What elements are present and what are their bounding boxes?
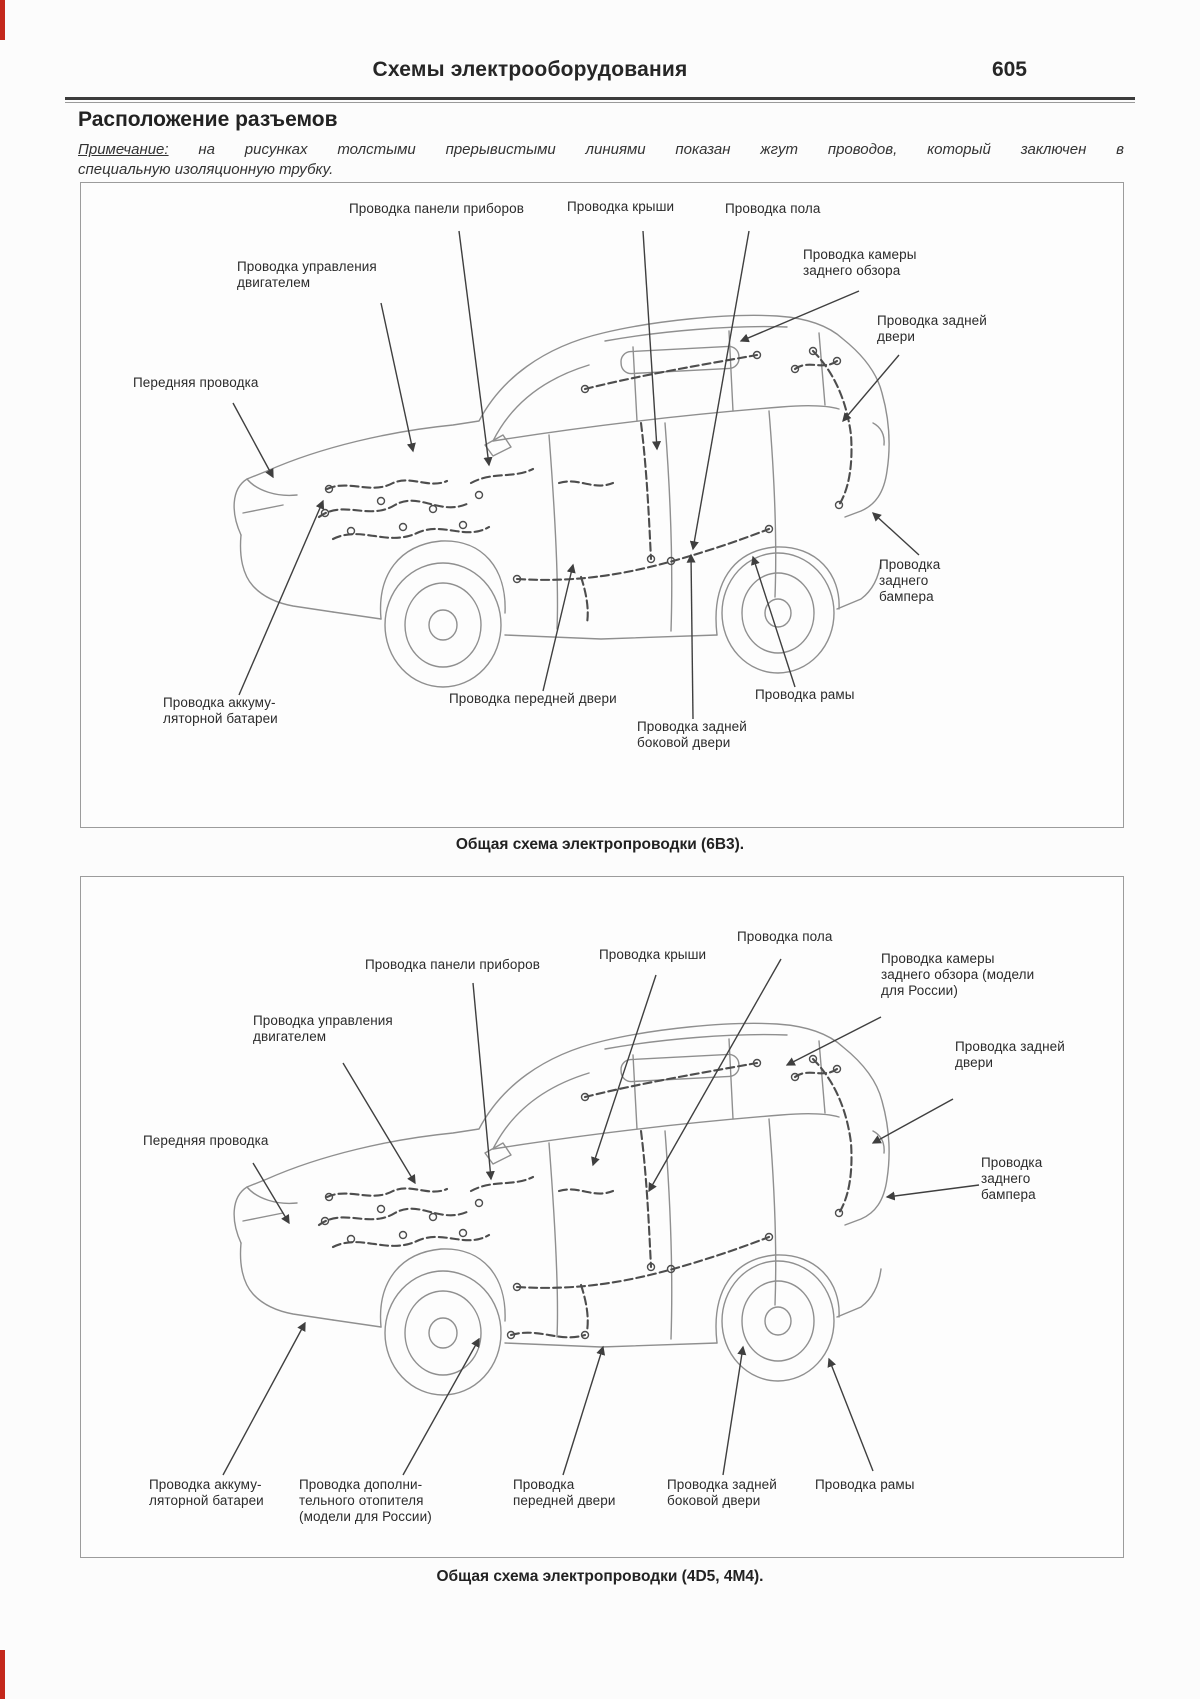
label-rear-door-wiring: Проводка задней двери xyxy=(877,313,987,344)
wiring-diagram-4d5-4m4: Проводка панели приборов Проводка крыши … xyxy=(80,876,1124,1558)
label-instrument-panel-wiring: Проводка панели приборов xyxy=(365,957,540,972)
label-front-door-wiring: Проводка передней двери xyxy=(513,1477,616,1508)
label-floor-wiring: Проводка пола xyxy=(725,201,821,216)
label-frame-wiring: Проводка рамы xyxy=(755,687,855,702)
car-drawing-4d5 xyxy=(222,958,980,1476)
label-engine-control-wiring: Проводка управления двигателем xyxy=(237,259,377,290)
label-front-door-wiring: Проводка передней двери xyxy=(449,691,617,706)
section-title: Расположение разъемов xyxy=(78,108,338,131)
leader-lines xyxy=(232,230,920,720)
header-rule-thin xyxy=(65,102,1135,103)
label-rear-bumper-wiring: Проводка заднего бампера xyxy=(879,557,941,604)
label-floor-wiring: Проводка пола xyxy=(737,929,833,944)
note-text-2: специальную изоляционную трубку. xyxy=(78,160,334,178)
scan-artifact-top xyxy=(0,0,5,40)
header-rule-thick xyxy=(65,97,1135,100)
page-header: Схемы электрооборудования 605 xyxy=(65,58,1135,92)
label-engine-control-wiring: Проводка управления двигателем xyxy=(253,1013,393,1044)
aux-heater-harness xyxy=(506,1330,590,1340)
label-roof-wiring: Проводка крыши xyxy=(567,199,675,214)
scan-artifact-bottom xyxy=(0,1650,5,1699)
label-roof-wiring: Проводка крыши xyxy=(599,947,707,962)
chapter-title: Схемы электрооборудования xyxy=(372,58,688,81)
car-drawing-6b3 xyxy=(232,230,920,720)
label-front-wiring: Передняя проводка xyxy=(143,1133,269,1148)
label-rear-side-door-wiring: Проводка задней боковой двери xyxy=(637,719,747,750)
label-rear-camera-wiring-russia: Проводка камеры заднего обзора (модели д… xyxy=(881,951,1035,998)
note-paragraph: Примечание: на рисунках толстыми прерыви… xyxy=(78,140,1124,179)
label-rear-side-door-wiring: Проводка задней боковой двери xyxy=(667,1477,777,1508)
note-label: Примечание: xyxy=(78,141,169,158)
label-aux-heater-wiring-russia: Проводка дополни-тельного отопителя (мод… xyxy=(299,1477,432,1524)
wiring-diagram-6b3: Проводка панели приборов Проводка крыши … xyxy=(80,182,1124,828)
label-front-wiring: Передняя проводка xyxy=(133,375,259,390)
label-rear-door-wiring: Проводка задней двери xyxy=(955,1039,1065,1070)
car-line-art xyxy=(233,314,891,689)
leader-lines xyxy=(222,958,980,1476)
label-frame-wiring: Проводка рамы xyxy=(815,1477,915,1492)
note-text-1: на рисунках толстыми прерывистыми линиям… xyxy=(198,141,1124,158)
diagram2-caption: Общая схема электропроводки (4D5, 4M4). xyxy=(436,1568,764,1585)
label-rear-bumper-wiring: Проводка заднего бампера xyxy=(981,1155,1043,1202)
label-battery-wiring: Проводка аккуму-ляторной батареи xyxy=(163,695,278,726)
label-battery-wiring: Проводка аккуму-ляторной батареи xyxy=(149,1477,264,1508)
label-instrument-panel-wiring: Проводка панели приборов xyxy=(349,201,524,216)
page-number: 605 xyxy=(991,58,1027,81)
car-line-art xyxy=(233,1022,891,1397)
label-rear-camera-wiring: Проводка камеры заднего обзора xyxy=(803,247,917,278)
diagram1-caption: Общая схема электропроводки (6B3). xyxy=(455,836,745,853)
note-line-1: Примечание: на рисунках толстыми прерыви… xyxy=(78,140,1124,160)
